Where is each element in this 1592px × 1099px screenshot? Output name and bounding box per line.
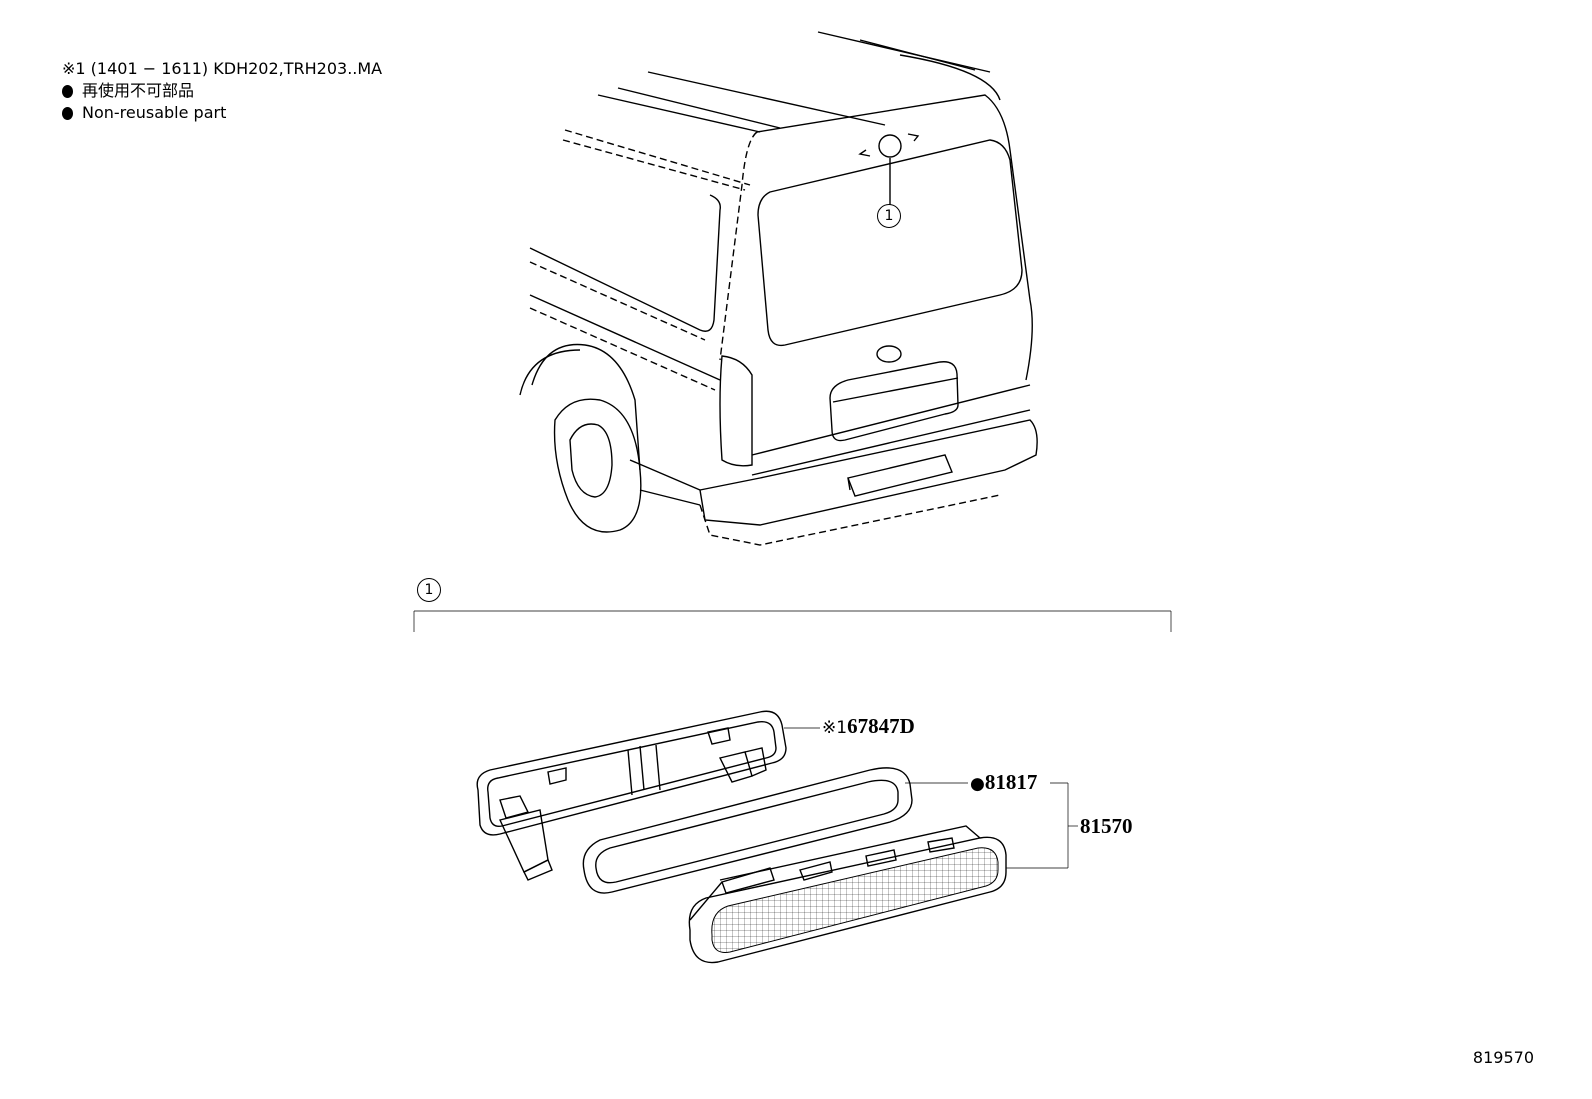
non-reusable-label-en: Non-reusable part xyxy=(82,103,227,122)
cover-part-drawing xyxy=(476,710,820,881)
applicability-note: ※1 (1401 − 1611) KDH202,TRH203..MA xyxy=(62,59,383,78)
part-number-lamp: 81570 xyxy=(1080,814,1133,838)
assembly-leader xyxy=(1050,782,1078,868)
legend: ※1 (1401 − 1611) KDH202,TRH203..MA 再使用不可… xyxy=(62,58,382,124)
lamp-part-drawing xyxy=(688,825,1068,964)
part-number-cover: 67847D xyxy=(847,714,915,738)
part-label-lamp: 81570 xyxy=(1080,814,1133,839)
non-reusable-label-jp: 再使用不可部品 xyxy=(82,81,195,100)
assembly-callout-1: 1 xyxy=(417,578,441,602)
vehicle-callout-1: 1 xyxy=(877,204,901,228)
part-prefix-gasket: ● xyxy=(970,774,985,794)
legend-row-en: Non-reusable part xyxy=(62,102,382,124)
gasket-part-drawing xyxy=(582,767,968,894)
non-reusable-dot-icon xyxy=(62,106,73,120)
part-number-gasket: 81817 xyxy=(984,770,1038,794)
part-label-gasket: ●81817 xyxy=(970,770,1037,795)
part-label-cover: ※167847D xyxy=(822,714,915,739)
assembly-bracket xyxy=(413,610,1172,632)
part-prefix-cover: ※1 xyxy=(822,718,848,738)
legend-row-jp: 再使用不可部品 xyxy=(62,80,382,102)
catalog-number: 819570 xyxy=(1472,1048,1534,1067)
van-illustration xyxy=(519,31,1038,546)
non-reusable-dot-icon xyxy=(62,84,73,98)
